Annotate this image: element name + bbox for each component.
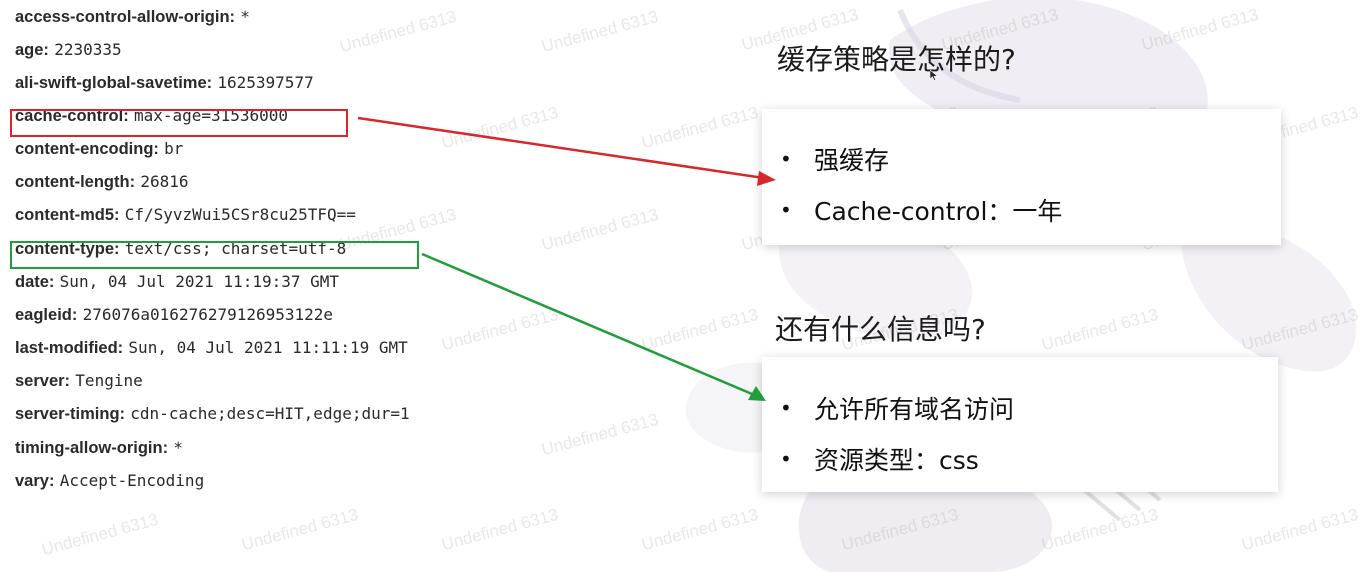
bullet-item: • 允许所有域名访问 — [780, 390, 1014, 426]
watermark: Undefined 6313 — [39, 509, 161, 560]
watermark: Undefined 6313 — [439, 504, 561, 555]
header-value: * — [240, 7, 250, 26]
bullet-dot-icon: • — [780, 147, 792, 171]
header-row: eagleid: 276076a016276279126953122e — [15, 304, 333, 326]
content-type-highlight-box — [10, 241, 419, 269]
header-row: server: Tengine — [15, 370, 143, 392]
bullet-item: • Cache-control：一年 — [780, 192, 1062, 228]
header-value: Tengine — [75, 371, 143, 390]
header-name: server: — [15, 372, 71, 390]
header-name: content-length: — [15, 173, 136, 191]
header-name: content-type: — [15, 240, 120, 258]
bullet-dot-icon: • — [780, 447, 792, 471]
header-name: server-timing: — [15, 405, 126, 423]
header-value: 1625397577 — [217, 73, 314, 92]
watermark: Undefined 6313 — [539, 409, 661, 460]
header-value: Accept-Encoding — [59, 471, 205, 490]
header-name: access-control-allow-origin: — [15, 8, 236, 26]
header-name: timing-allow-origin: — [15, 439, 169, 457]
header-row: content-md5: Cf/SyvzWui5CSr8cu25TFQ== — [15, 204, 356, 226]
question-cache-policy: 缓存策略是怎样的? — [777, 43, 1016, 76]
watermark: Undefined 6313 — [337, 6, 459, 57]
header-row: content-length: 26816 — [15, 171, 188, 193]
bullet-item: • 强缓存 — [780, 141, 889, 177]
header-name: age: — [15, 41, 49, 59]
header-value: cdn-cache;desc=HIT,edge;dur=1 — [130, 404, 410, 423]
header-name: content-md5: — [15, 206, 120, 224]
header-name: ali-swift-global-savetime: — [15, 74, 213, 92]
question-other-info: 还有什么信息吗? — [775, 313, 986, 346]
header-value: Sun, 04 Jul 2021 11:19:37 GMT — [59, 272, 340, 291]
header-value: * — [173, 438, 183, 457]
header-row: vary: Accept-Encoding — [15, 470, 204, 492]
watermark: Undefined 6313 — [539, 204, 661, 255]
header-value: 276076a016276279126953122e — [82, 305, 334, 324]
watermark: Undefined 6313 — [539, 6, 661, 57]
header-row: access-control-allow-origin: * — [15, 6, 250, 28]
header-name: vary: — [15, 472, 55, 490]
header-row: timing-allow-origin: * — [15, 437, 183, 459]
bullet-text: Cache-control：一年 — [814, 197, 1063, 226]
header-name: content-encoding: — [15, 140, 159, 158]
header-name: eagleid: — [15, 306, 78, 324]
answer-card-cache: • 强缓存 • Cache-control：一年 — [762, 109, 1281, 245]
header-row: content-type: text/css; charset=utf-8 — [15, 238, 346, 260]
header-name: last-modified: — [15, 339, 124, 357]
header-value: br — [164, 139, 184, 158]
bullet-dot-icon: • — [780, 396, 792, 420]
header-row: server-timing: cdn-cache;desc=HIT,edge;d… — [15, 403, 410, 425]
header-row: content-encoding: br — [15, 138, 183, 160]
header-row: ali-swift-global-savetime: 1625397577 — [15, 72, 314, 94]
bullet-text: 强缓存 — [814, 146, 890, 175]
watermark: Undefined 6313 — [439, 102, 561, 153]
header-value: 2230335 — [54, 40, 122, 59]
header-value: Cf/SyvzWui5CSr8cu25TFQ== — [124, 205, 356, 224]
bullet-text: 允许所有域名访问 — [814, 395, 1015, 424]
watermark: Undefined 6313 — [239, 504, 361, 555]
answer-card-info: • 允许所有域名访问 • 资源类型：css — [762, 357, 1278, 492]
header-value: Sun, 04 Jul 2021 11:11:19 GMT — [128, 338, 408, 357]
header-name: cache-control: — [15, 107, 129, 125]
header-value: text/css; charset=utf-8 — [124, 239, 347, 258]
mouse-cursor-icon — [930, 70, 938, 81]
cache-control-highlight-box — [10, 109, 348, 137]
header-row: date: Sun, 04 Jul 2021 11:19:37 GMT — [15, 271, 339, 293]
header-row: age: 2230335 — [15, 39, 122, 61]
header-value: 26816 — [140, 172, 189, 191]
header-name: date: — [15, 273, 55, 291]
bullet-item: • 资源类型：css — [780, 441, 979, 477]
bullet-dot-icon: • — [780, 198, 792, 222]
header-row: last-modified: Sun, 04 Jul 2021 11:11:19… — [15, 337, 408, 359]
bullet-text: 资源类型：css — [814, 446, 979, 475]
watermark: Undefined 6313 — [439, 304, 561, 355]
